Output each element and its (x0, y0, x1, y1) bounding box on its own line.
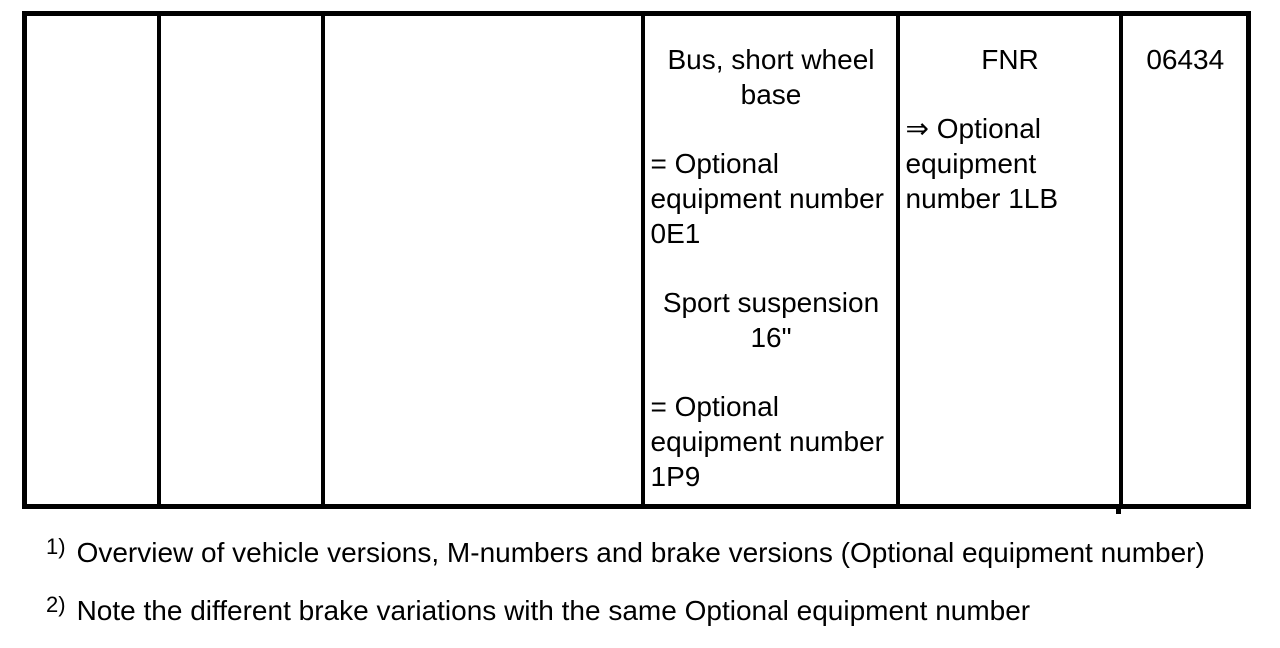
suspension-label: Sport suspension 16" (662, 287, 880, 353)
fnr-label: FNR (981, 44, 1039, 75)
group-number-value: 06434 (1146, 44, 1225, 75)
footnote-2: 2) Note the different brake variations wi… (46, 592, 1031, 629)
vehicle-version-label: Bus, short wheel base (667, 44, 875, 110)
vehicle-spec-table: Bus, short wheel base = Optional equipme… (22, 11, 1251, 509)
scan-artifact-tick (1116, 507, 1121, 514)
equipment-ref-1p9: = Optional equipment number 1P9 (650, 391, 884, 492)
footnote-1: 1) Overview of vehicle versions, M-number… (46, 534, 1205, 571)
cell-col2-empty (156, 11, 325, 509)
cell-col3-empty (320, 11, 645, 509)
equipment-ref-1lb: ⇒ Optional equipment number 1LB (905, 113, 1059, 214)
footnote-1-marker: 1) (46, 534, 66, 559)
cell-fnr-reference: FNR ⇒ Optional equipment number 1LB (895, 11, 1123, 509)
equipment-ref-0e1: = Optional equipment number 0E1 (650, 148, 884, 249)
footnote-1-text: Overview of vehicle versions, M-numbers … (76, 537, 1205, 568)
footnote-2-marker: 2) (46, 592, 66, 617)
table-row: Bus, short wheel base = Optional equipme… (22, 11, 1251, 509)
cell-vehicle-version: Bus, short wheel base = Optional equipme… (640, 11, 900, 509)
footnote-2-text: Note the different brake variations with… (76, 595, 1031, 626)
cell-col1-empty (22, 11, 161, 509)
cell-group-number: 06434 (1118, 11, 1251, 509)
